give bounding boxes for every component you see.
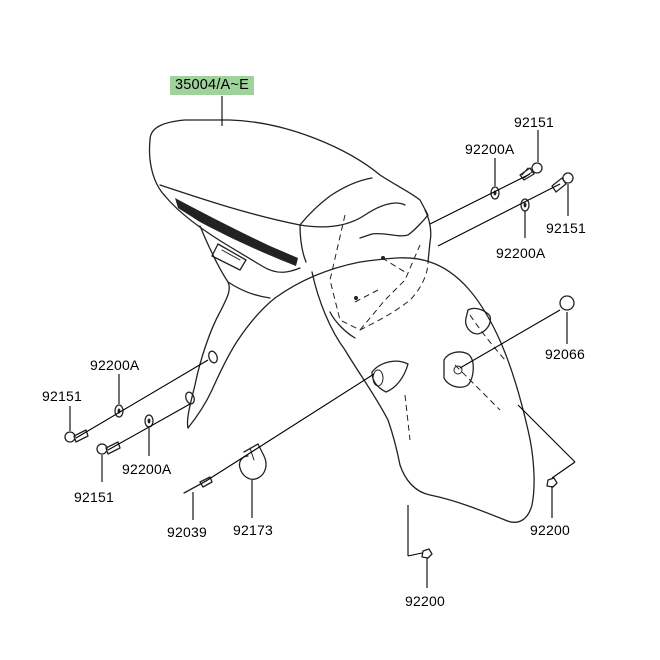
bolt-top-2-icon	[551, 172, 574, 193]
pin-label: 92039	[167, 524, 207, 540]
bolt-left-1-icon	[64, 429, 89, 443]
bolt-left-1-label: 92151	[42, 388, 82, 404]
nut-bottom-icon	[421, 548, 433, 559]
main-part-label: 35004/A~E	[170, 76, 254, 95]
clamp-label: 92173	[233, 522, 273, 538]
washer-left-2-label: 92200A	[122, 461, 172, 477]
washer-top-2-label: 92200A	[496, 245, 546, 261]
nut-right-label: 92200	[530, 522, 570, 538]
bolt-left-2-icon	[96, 441, 121, 455]
washer-left-1-label: 92200A	[90, 357, 140, 373]
nut-bottom-label: 92200	[405, 593, 445, 609]
leader-lines	[69, 96, 576, 588]
bolt-top-2-label: 92151	[546, 220, 586, 236]
bolt-left-2-label: 92151	[74, 489, 114, 505]
nut-right-icon	[546, 477, 558, 488]
pin-icon	[183, 476, 213, 494]
front-fender	[148, 119, 535, 523]
clamp-icon	[238, 443, 267, 480]
bolt-top-1-label: 92151	[514, 114, 554, 130]
cap-right-label: 92066	[545, 346, 585, 362]
washer-top-1-label: 92200A	[465, 141, 515, 157]
cap-right-icon	[559, 295, 575, 311]
